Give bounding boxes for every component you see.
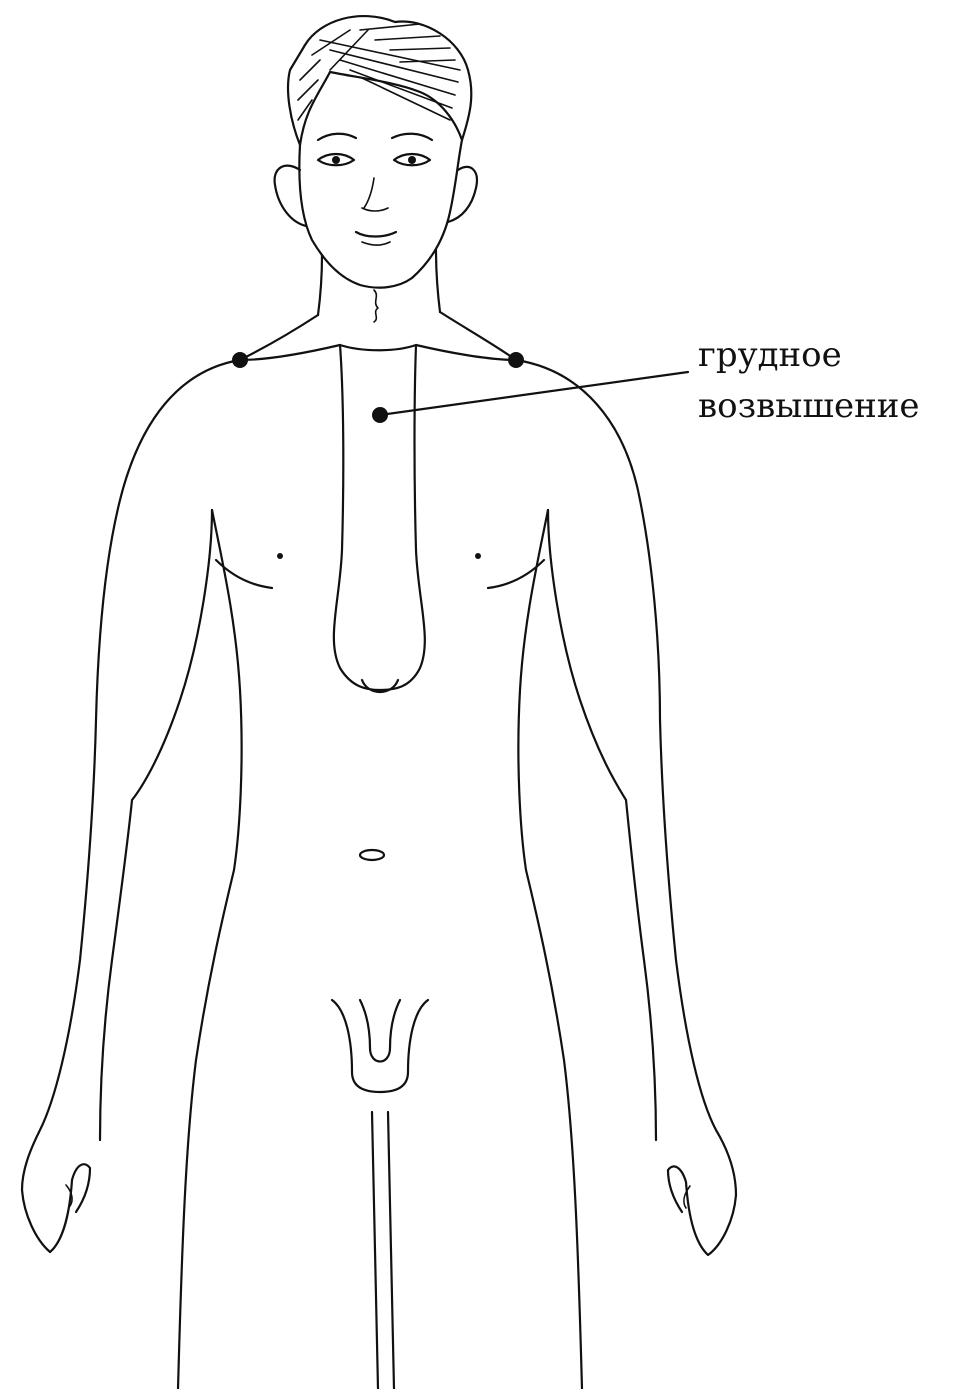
annotation-label-line2: возвышение <box>698 384 920 428</box>
left-hand <box>22 1164 90 1252</box>
annotation-label-line1: грудное <box>698 333 842 377</box>
head <box>275 134 477 288</box>
shoulders <box>240 312 516 360</box>
left-shoulder-point <box>232 352 248 368</box>
right-hand <box>668 1166 736 1255</box>
groin <box>332 1000 428 1389</box>
sternum-region <box>334 345 425 692</box>
right-shoulder-point <box>508 352 524 368</box>
torso <box>22 360 736 1389</box>
hair <box>288 16 471 145</box>
navel <box>360 850 384 860</box>
annotation-leader-line <box>380 372 688 415</box>
neck <box>318 250 440 322</box>
